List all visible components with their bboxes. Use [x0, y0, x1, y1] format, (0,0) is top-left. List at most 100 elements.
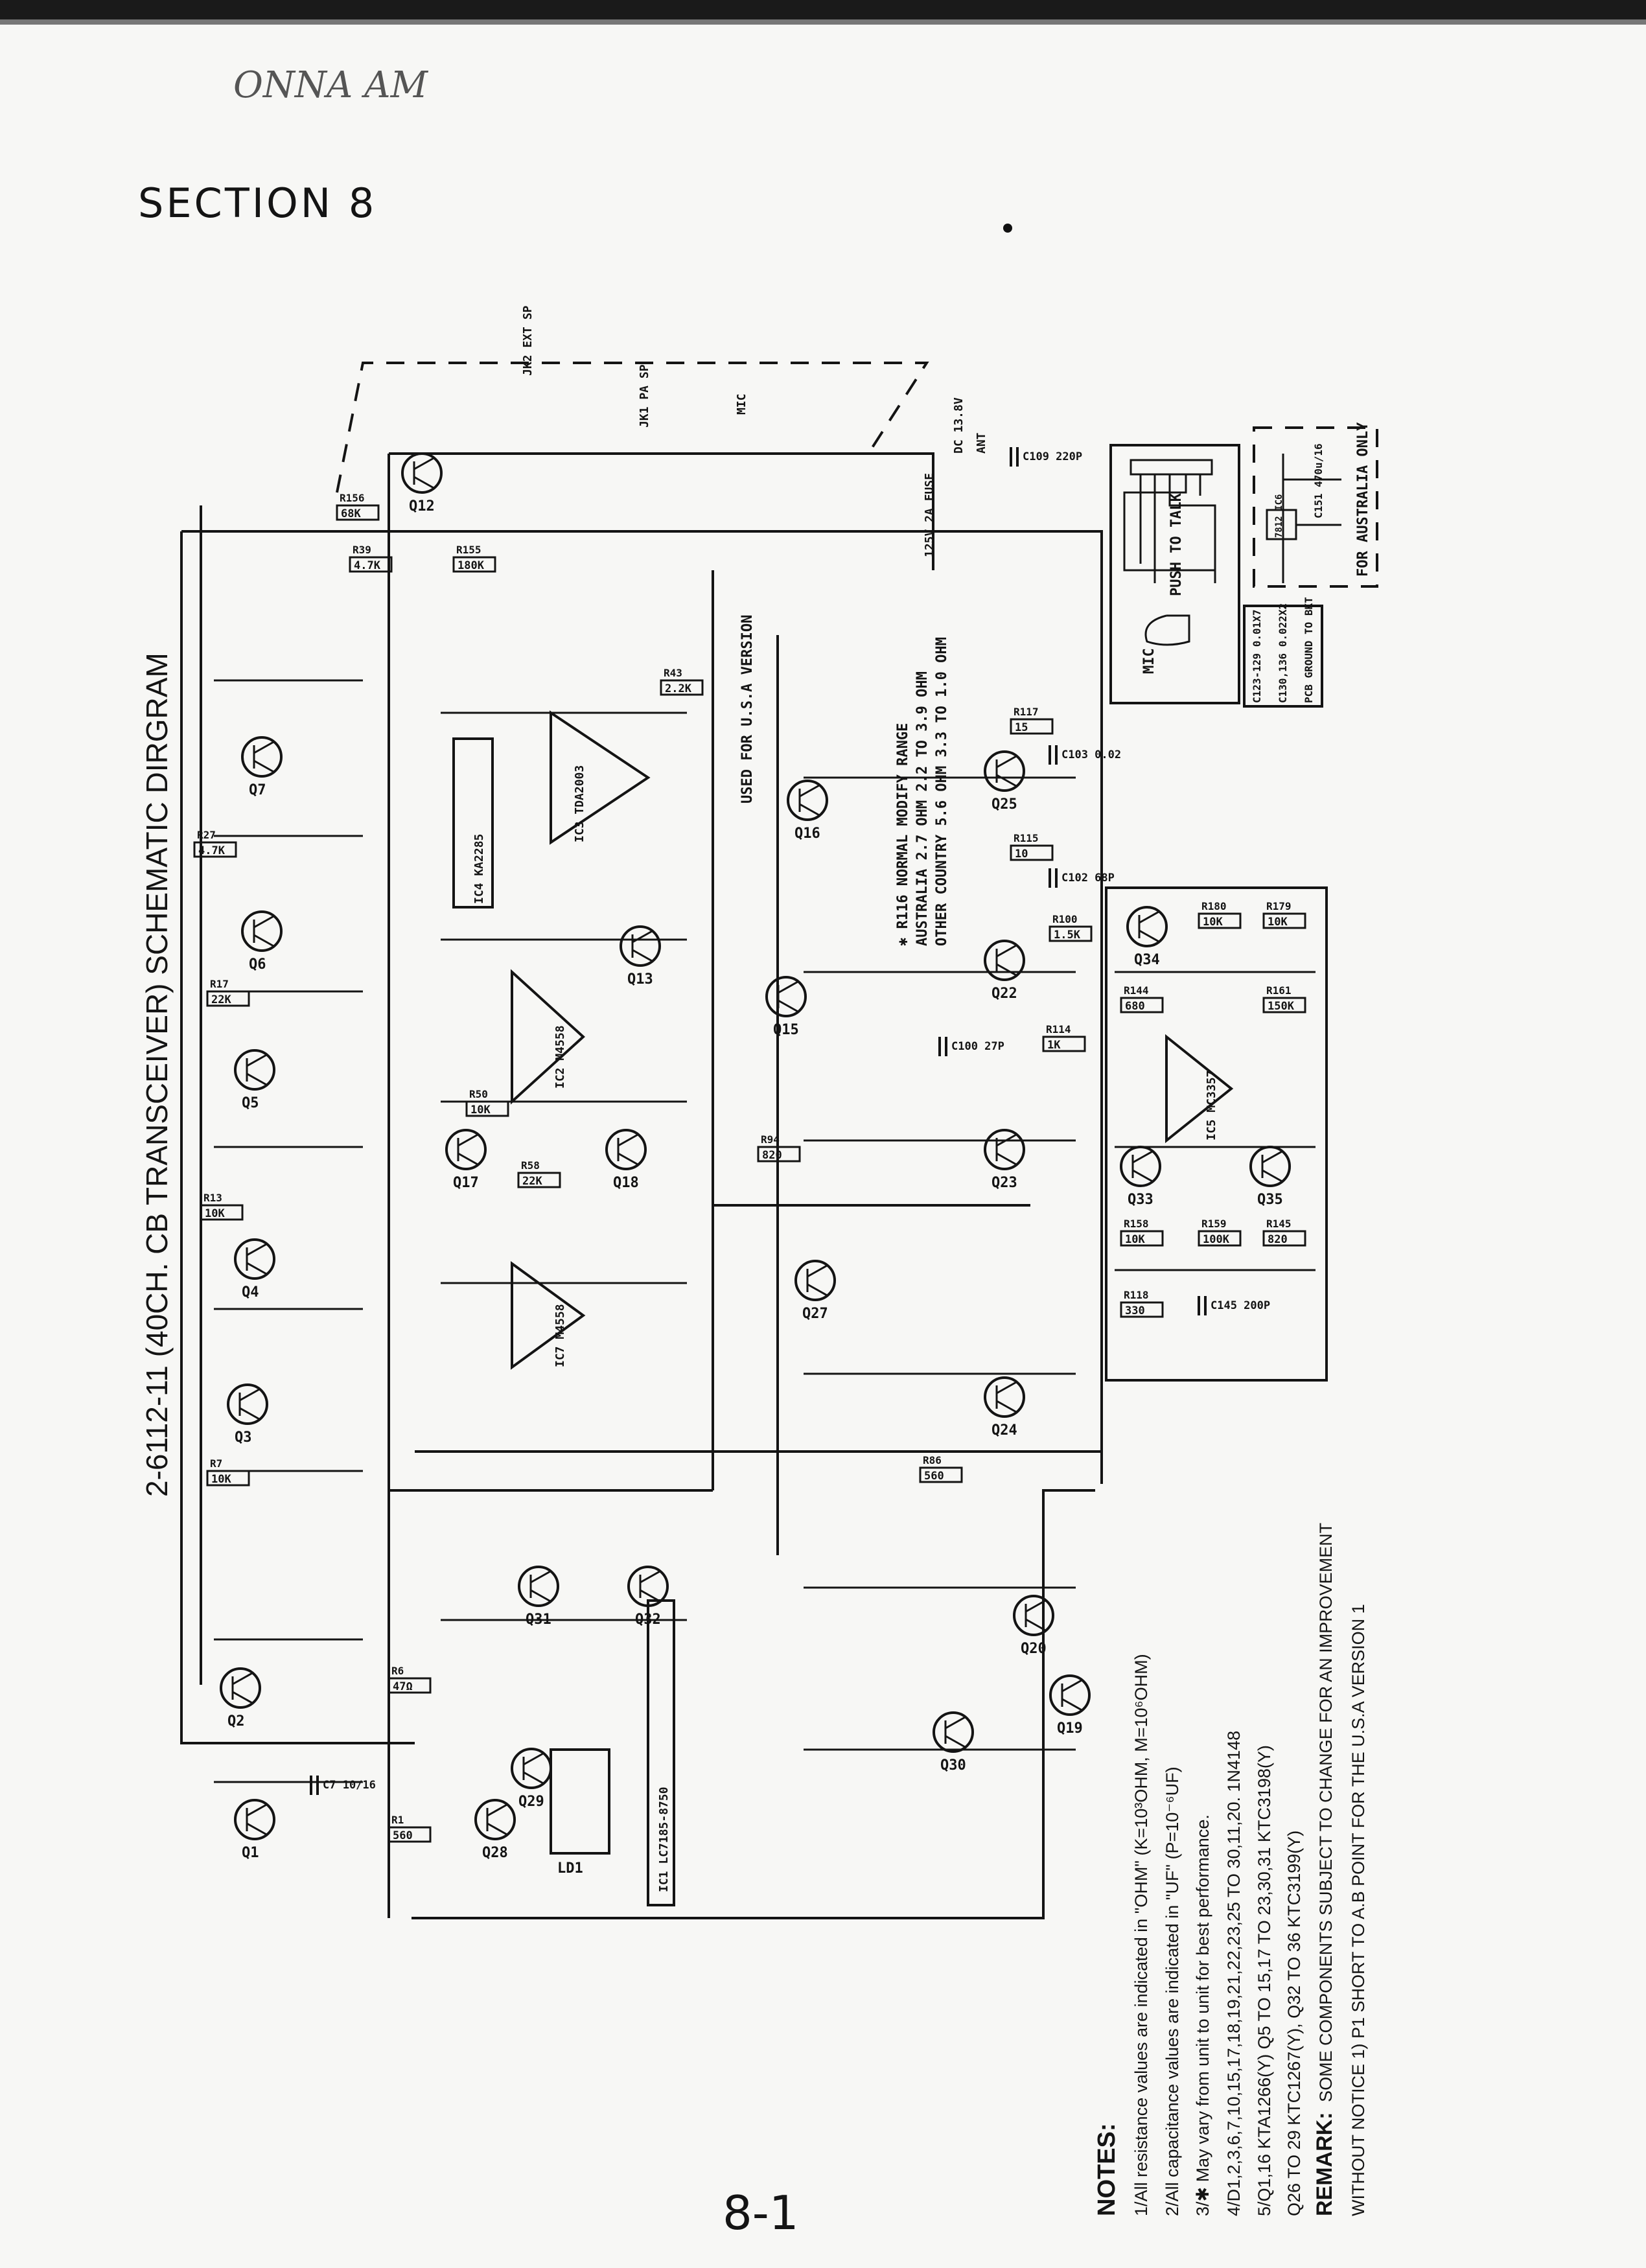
transistor-label: Q15 — [773, 1022, 799, 1038]
usa-version-note: USED FOR U.S.A VERSION — [739, 615, 756, 804]
resistor-body — [349, 556, 393, 573]
capacitor-symbol — [1198, 1296, 1207, 1315]
resistor-body — [452, 556, 496, 573]
transistor-label: Q20 — [1021, 1641, 1047, 1657]
transistor-label: Q3 — [235, 1429, 252, 1446]
transistor-leads — [457, 1133, 480, 1166]
transistor-symbol — [241, 910, 283, 952]
right-block-wires — [1115, 971, 1316, 1271]
transistor-label: Q24 — [991, 1422, 1017, 1439]
transistor-label: Q4 — [242, 1284, 259, 1301]
transistor-symbol — [605, 1129, 647, 1170]
transistor-label: Q23 — [991, 1175, 1017, 1191]
transistor-label: Q5 — [242, 1095, 259, 1111]
resistor-body — [1010, 718, 1054, 735]
transistor-label: Q34 — [1134, 952, 1160, 968]
resistor-body — [1120, 997, 1164, 1013]
resistor-value: 4.7K — [354, 559, 381, 572]
ic6-label: 7812 IC6 — [1274, 494, 1284, 538]
resistor-value: 10 — [1015, 848, 1028, 861]
resistor-body — [1049, 925, 1093, 942]
transistor-q30: Q30 — [933, 1711, 974, 1774]
transistor-leads — [995, 754, 1018, 788]
resistor-ref: R144 — [1124, 984, 1149, 997]
connector-label: ANT — [975, 432, 988, 454]
transistor-leads — [944, 1715, 967, 1749]
top-bus — [181, 530, 1103, 1484]
transistor-label: Q12 — [409, 498, 435, 515]
pcb-box-caps-a: C123-129 0.01X7 — [1251, 610, 1263, 704]
transistor-symbol — [984, 750, 1025, 792]
note-3: 3/✱ May vary from unit to unit for best … — [1193, 1814, 1212, 2216]
resistor-value: 330 — [1125, 1304, 1145, 1317]
mic-connector — [1130, 459, 1213, 476]
connector-label: 125V 2A FUSE — [923, 473, 936, 557]
transistor-label: Q19 — [1057, 1720, 1083, 1737]
resistor-body — [1120, 1230, 1164, 1247]
transistor-leads — [995, 1133, 1018, 1166]
r116-modify-table: ✱ R116 NORMAL MODIFY RANGE AUSTRALIA 2.7… — [895, 637, 950, 946]
right-circuit-block — [1105, 886, 1328, 1382]
ic-label: IC7 M4558 — [553, 1304, 567, 1367]
transistor-symbol — [1120, 1146, 1161, 1187]
transistor-q19: Q19 — [1049, 1674, 1091, 1737]
capacitor-label: C109 220P — [1023, 450, 1082, 463]
transistor-leads — [777, 980, 800, 1013]
resistor-body — [206, 1470, 250, 1487]
transistor-q29: Q29 — [511, 1748, 552, 1810]
transistor-q27: Q27 — [794, 1260, 836, 1322]
transistor-q3: Q3 — [227, 1383, 268, 1446]
resistor-value: 820 — [762, 1149, 782, 1162]
transistor-symbol — [787, 780, 828, 821]
transistor-leads — [806, 1264, 829, 1297]
transistor-leads — [631, 929, 654, 963]
resistor-ref: R145 — [1266, 1218, 1292, 1230]
transistor-label: Q18 — [613, 1175, 639, 1191]
resistor-body — [465, 1100, 509, 1117]
transistor-q13: Q13 — [620, 925, 661, 988]
transistor-leads — [639, 1569, 662, 1603]
transistor-symbol — [474, 1799, 516, 1840]
modify-table-header: ✱ R116 NORMAL MODIFY RANGE — [895, 723, 911, 946]
resistor-body — [757, 1146, 801, 1163]
right-wires — [804, 776, 1076, 1751]
resistor-body — [1010, 844, 1054, 861]
resistor-body — [517, 1172, 561, 1188]
resistor-value: 150K — [1268, 1000, 1295, 1013]
ic-label: IC3 TDA2003 — [573, 765, 586, 842]
transistor-label: Q25 — [991, 796, 1017, 813]
resistor-body — [336, 504, 380, 521]
transistor-leads — [238, 1387, 261, 1421]
transistor-label: Q27 — [802, 1306, 828, 1322]
transistor-q34: Q34 — [1126, 906, 1168, 968]
transistor-label: Q31 — [526, 1612, 551, 1628]
resistor-ref: R180 — [1201, 900, 1227, 912]
resistor-value: 1.5K — [1054, 929, 1081, 942]
resistor-body — [1198, 912, 1242, 929]
resistor-body — [200, 1204, 244, 1221]
transistor-q1: Q1 — [234, 1799, 275, 1861]
transistor-q4: Q4 — [234, 1238, 275, 1301]
transistor-symbol — [794, 1260, 836, 1301]
transistor-q2: Q2 — [220, 1667, 261, 1730]
ic-label: IC4 KA2285 — [472, 834, 486, 904]
transistor-q31: Q31 — [518, 1566, 559, 1628]
transistor-symbol — [241, 736, 283, 778]
transistor-q17: Q17 — [445, 1129, 487, 1191]
transistor-q7: Q7 — [241, 736, 283, 798]
transistor-leads — [1261, 1150, 1284, 1183]
transistor-symbol — [1049, 1674, 1091, 1716]
pcb-box-frame — [1243, 605, 1323, 708]
remark-label: REMARK: — [1312, 2112, 1337, 2216]
left-bus — [180, 531, 415, 1744]
page-number: 8-1 — [723, 2186, 799, 2240]
mic-wires — [1123, 474, 1216, 583]
capacitor: C102 68P — [1049, 868, 1115, 888]
